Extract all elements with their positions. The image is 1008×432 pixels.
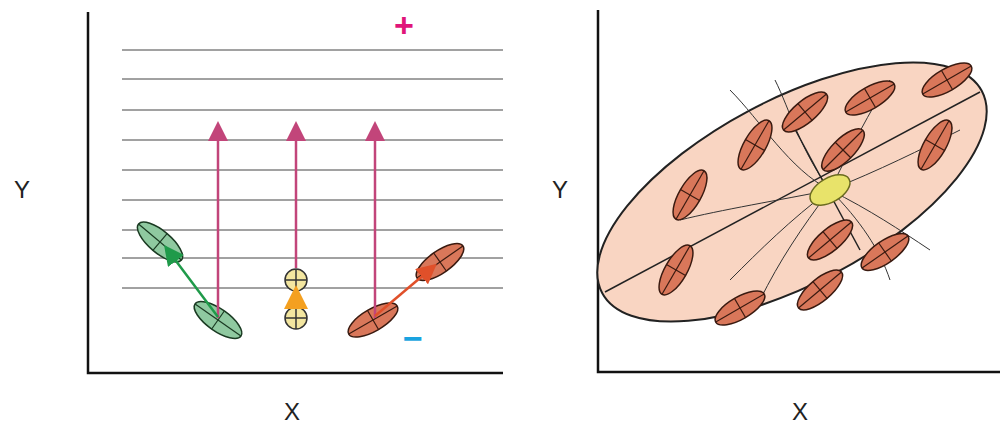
axis-label: X	[792, 400, 808, 424]
axis-label: Y	[14, 178, 30, 202]
charge-sign: −	[403, 321, 423, 355]
axis-label: X	[284, 400, 300, 424]
charge-sign: +	[394, 8, 414, 42]
axis-label: Y	[552, 178, 568, 202]
